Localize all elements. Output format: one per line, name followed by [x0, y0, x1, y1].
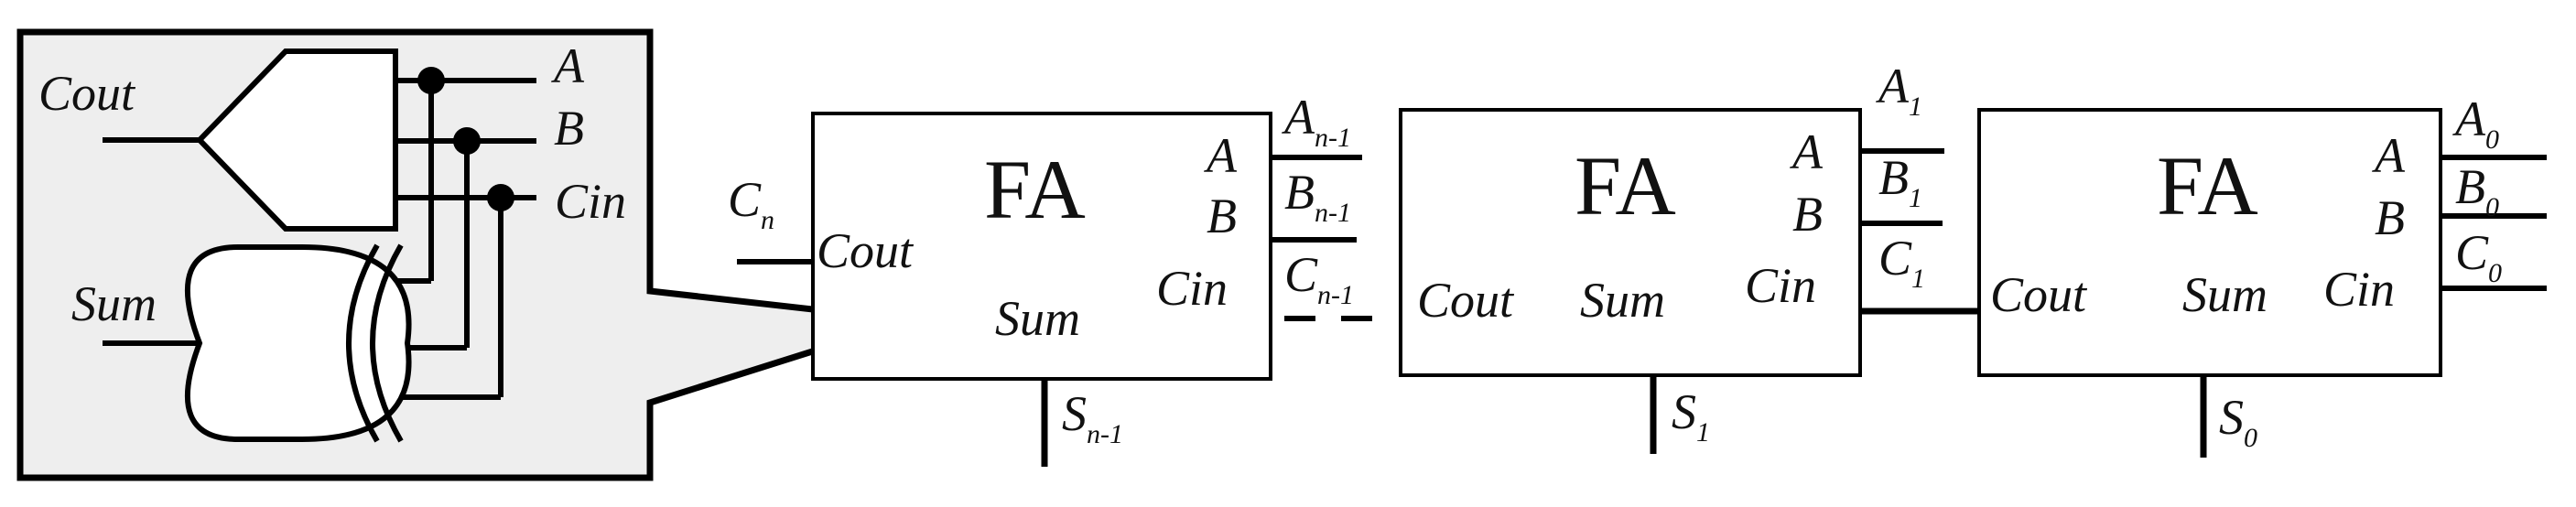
label-a-0: A0: [2452, 92, 2499, 155]
xor-gate: [184, 244, 412, 442]
fa-block-1: [1399, 108, 1862, 377]
xor-gate-back-curve: [346, 243, 380, 443]
fa-port-a-0: A: [2372, 128, 2406, 183]
fa-port-cin-1: Cin: [1745, 258, 1816, 313]
callout-sum-label: Sum: [71, 276, 157, 331]
label-a-1: A1: [1876, 59, 1922, 122]
label-c-n-1: Cn-1: [1284, 247, 1354, 310]
label-c-0: C0: [2455, 225, 2502, 288]
label-b-1: B1: [1878, 150, 1922, 213]
fa-port-a-1: A: [1790, 124, 1824, 179]
xor-gate-front-curve: [370, 243, 404, 443]
label-s-0: S0: [2219, 390, 2257, 453]
fa-port-a-n-1: A: [1204, 128, 1238, 183]
fa-port-sum-n-1: Sum: [995, 291, 1080, 346]
fa-port-cout-1: Cout: [1417, 273, 1515, 328]
label-s-1: S1: [1672, 384, 1710, 448]
fa-port-b-0: B: [2375, 190, 2405, 245]
fa-title-n-1: FA: [984, 143, 1086, 236]
label-c-1: C1: [1878, 231, 1925, 294]
fa-port-cin-0: Cin: [2323, 262, 2395, 317]
label-cn: Cn: [728, 172, 774, 235]
callout-cout-label: Cout: [38, 66, 136, 121]
fa-port-cout-n-1: Cout: [817, 223, 915, 278]
fa-port-cout-0: Cout: [1990, 267, 2088, 322]
fa-title-0: FA: [2157, 139, 2258, 232]
fa-title-1: FA: [1575, 139, 1676, 232]
fa-port-sum-1: Sum: [1580, 273, 1665, 328]
callout-a-label: A: [551, 38, 585, 93]
label-b-n-1: Bn-1: [1284, 165, 1351, 228]
fa-block-n-1: [811, 112, 1272, 381]
label-b-0: B0: [2455, 159, 2499, 222]
label-s-n-1: Sn-1: [1062, 386, 1123, 449]
fa-port-sum-0: Sum: [2182, 267, 2268, 322]
fa-port-cin-n-1: Cin: [1156, 261, 1228, 316]
label-a-n-1: An-1: [1282, 90, 1351, 153]
fa-port-b-n-1: B: [1207, 189, 1237, 243]
callout-cin-label: Cin: [555, 174, 626, 229]
fa-port-b-1: B: [1792, 187, 1823, 242]
callout-b-label: B: [554, 101, 584, 156]
fa-block-0: [1977, 108, 2442, 377]
